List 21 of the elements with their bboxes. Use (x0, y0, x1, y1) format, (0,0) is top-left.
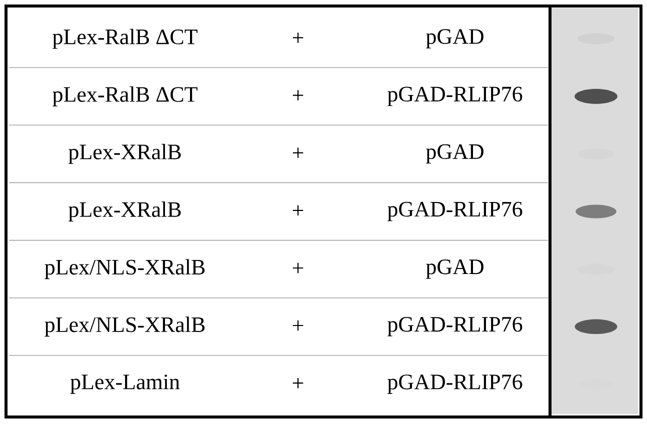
table-cell: pGAD (426, 144, 484, 164)
table-cell: pLex-RalB ΔCT (52, 86, 198, 106)
table-cell: pLex/NLS-XRalB (44, 316, 205, 337)
table-cell: + (292, 148, 304, 158)
table-cell: pLex-Lamin (70, 374, 180, 394)
table-cell: + (292, 32, 304, 43)
table-cell: + (292, 262, 304, 274)
table-cell: pGAD-RLIP76 (388, 86, 522, 106)
table-cell: pLex/NLS-XRalB (44, 259, 205, 280)
table-cell: pLex-RalB ΔCT (52, 28, 198, 49)
table-cell: pGAD-RLIP76 (388, 202, 522, 222)
table-cell: + (292, 378, 304, 388)
table-cell: pGAD (426, 29, 484, 48)
table-cell: pGAD (426, 259, 484, 279)
table-cell: pLex-XRalB (68, 144, 181, 164)
table-cell: pGAD-RLIP76 (388, 374, 522, 394)
table-cell: pGAD-RLIP76 (388, 316, 522, 336)
table-cell: + (292, 320, 304, 331)
table-cell: + (292, 205, 304, 216)
table-cell: + (292, 90, 304, 100)
table-cell: pLex-XRalB (68, 202, 181, 222)
